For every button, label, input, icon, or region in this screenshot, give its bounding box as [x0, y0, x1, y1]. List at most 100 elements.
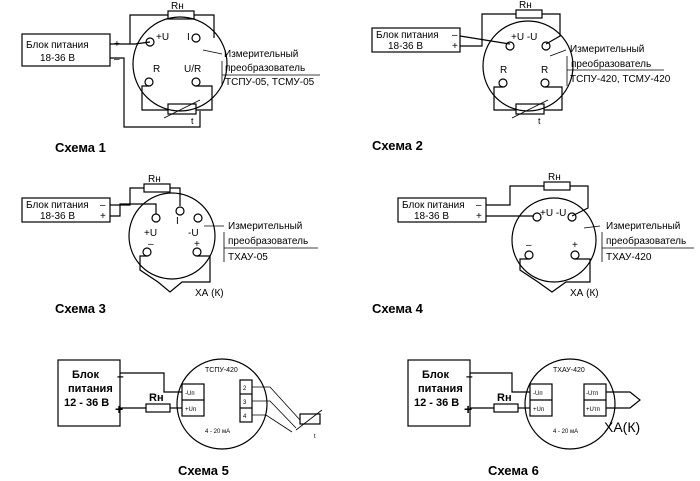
power-supply-box: [21, 197, 111, 223]
psu-label: Блок питания: [376, 30, 439, 41]
polarity-top: –: [452, 30, 458, 41]
meas-label-1: Измерительный: [606, 221, 680, 232]
model-label: ТСПУ-05, ТСМУ-05: [225, 77, 315, 88]
transducer-body: [524, 358, 616, 450]
transducer-body: [132, 16, 228, 112]
terminal-plus: +: [194, 239, 200, 250]
terminal-i: I: [187, 32, 190, 43]
scheme-6: Блок питания 12 - 36 В – + Rн ТХАУ-420 -…: [407, 358, 641, 478]
polarity-top: –: [100, 200, 106, 211]
terminal-plus-u: +U: [144, 228, 157, 239]
pin-minus: -Uп: [533, 391, 543, 397]
meas-label-1: Измерительный: [570, 44, 644, 55]
transducer-body: [128, 192, 216, 280]
polarity-bottom: –: [114, 54, 120, 65]
power-supply-box: [21, 33, 111, 67]
psu-label-2: питания: [418, 383, 463, 395]
load-resistor-label: Rн: [497, 392, 512, 404]
load-resistor-label: Rн: [519, 0, 532, 11]
power-supply-box: [371, 27, 461, 53]
scheme-2: Блок питания 18-36 В – + Rн +U -U R R t …: [371, 0, 671, 153]
sensor-t-label: t: [314, 434, 316, 440]
power-supply-box: [397, 197, 487, 223]
load-resistor-label: Rн: [149, 392, 164, 404]
meas-label-1: Измерительный: [228, 221, 302, 232]
device-model: ТХАУ-420: [553, 367, 585, 374]
transducer-body: [482, 20, 574, 112]
load-resistor-label: Rн: [148, 174, 161, 185]
pin-plus: +Uп: [533, 407, 544, 413]
scheme-caption: Схема 6: [488, 463, 539, 478]
terminal-supply: +U -U: [511, 32, 537, 43]
terminal-r-right: R: [541, 65, 548, 76]
polarity-top: –: [117, 369, 124, 383]
sensor-pin-4: 4: [243, 414, 247, 420]
terminal-minus-u: -U: [188, 228, 199, 239]
pin-minus: -Uп: [185, 391, 195, 397]
thermocouple-label: ХА(К): [604, 419, 640, 435]
transducer-body: [176, 358, 268, 450]
pin-plus: +Uп: [185, 407, 196, 413]
polarity-top: –: [466, 369, 473, 383]
scheme-caption: Схема 3: [55, 301, 106, 316]
polarity-bottom: +: [464, 401, 472, 417]
scheme-5: Блок питания 12 - 36 В – + Rн ТСПУ-420 -…: [57, 358, 323, 478]
polarity-top: –: [476, 200, 482, 211]
device-model: ТСПУ-420: [205, 367, 238, 374]
meas-label-2: преобразователь: [606, 235, 686, 247]
load-resistor: [143, 183, 171, 193]
terminal-minus: –: [148, 239, 154, 250]
meas-label-2: преобразователь: [571, 58, 651, 70]
terminal-supply: +U -U: [540, 208, 566, 219]
terminal-plus-u: +U: [156, 32, 169, 43]
terminal-u-r: U/R: [184, 64, 201, 75]
rtd-sensor: [515, 103, 545, 115]
meas-label-2: преобразователь: [225, 62, 305, 74]
transducer-body: [511, 197, 597, 283]
psu-voltage: 18-36 В: [414, 211, 449, 222]
terminal-r-left: R: [500, 65, 507, 76]
psu-label: Блок: [72, 369, 99, 381]
polarity-bottom: +: [100, 211, 106, 222]
scheme-caption: Схема 5: [178, 463, 229, 478]
terminal-i: I: [176, 216, 179, 227]
meas-label-1: Измерительный: [224, 49, 298, 60]
scheme-1: Блок питания 18-36 В + – Rн +U I R U/R t…: [21, 1, 320, 155]
polarity-bottom: +: [476, 211, 482, 222]
load-resistor: [493, 403, 519, 413]
load-resistor: [543, 181, 571, 191]
current-label: 4 - 20 мА: [205, 429, 230, 435]
psu-voltage: 18-36 В: [40, 53, 75, 64]
psu-voltage: 12 - 36 В: [414, 397, 459, 409]
terminal-plus: +: [572, 240, 578, 251]
model-label: ТСПУ-420, ТСМУ-420: [570, 74, 671, 85]
sensor-pin-minus: -Uтп: [586, 391, 598, 397]
scheme-4: Блок питания 18-36 В – + Rн +U -U – + ХА…: [372, 172, 694, 316]
psu-label: Блок питания: [402, 200, 465, 211]
psu-label-2: питания: [68, 383, 113, 395]
thermocouple-label: ХА (К): [570, 288, 599, 299]
thermocouple: [606, 391, 641, 409]
polarity-bottom: +: [452, 41, 458, 52]
thermocouple: [519, 258, 591, 293]
load-resistor: [145, 403, 171, 413]
sensor-pin-2: 2: [243, 386, 247, 392]
load-resistor: [515, 9, 543, 19]
psu-voltage: 12 - 36 В: [64, 397, 109, 409]
model-label: ТХАУ-05: [228, 252, 268, 263]
thermocouple: [139, 255, 211, 293]
sensor-t-label: t: [191, 116, 194, 126]
psu-label: Блок: [422, 369, 449, 381]
sensor-t-label: t: [538, 116, 541, 126]
scheme-caption: Схема 4: [372, 301, 424, 316]
polarity-bottom: +: [115, 401, 123, 417]
psu-voltage: 18-36 В: [40, 211, 75, 222]
psu-label: Блок питания: [26, 200, 89, 211]
load-resistor-label: Rн: [171, 1, 184, 12]
thermocouple-label: ХА (К): [195, 288, 224, 299]
terminal-r: R: [153, 64, 160, 75]
rtd-sensor: [167, 103, 197, 115]
current-label: 4 - 20 мА: [553, 429, 578, 435]
power-supply-box: [407, 359, 471, 427]
